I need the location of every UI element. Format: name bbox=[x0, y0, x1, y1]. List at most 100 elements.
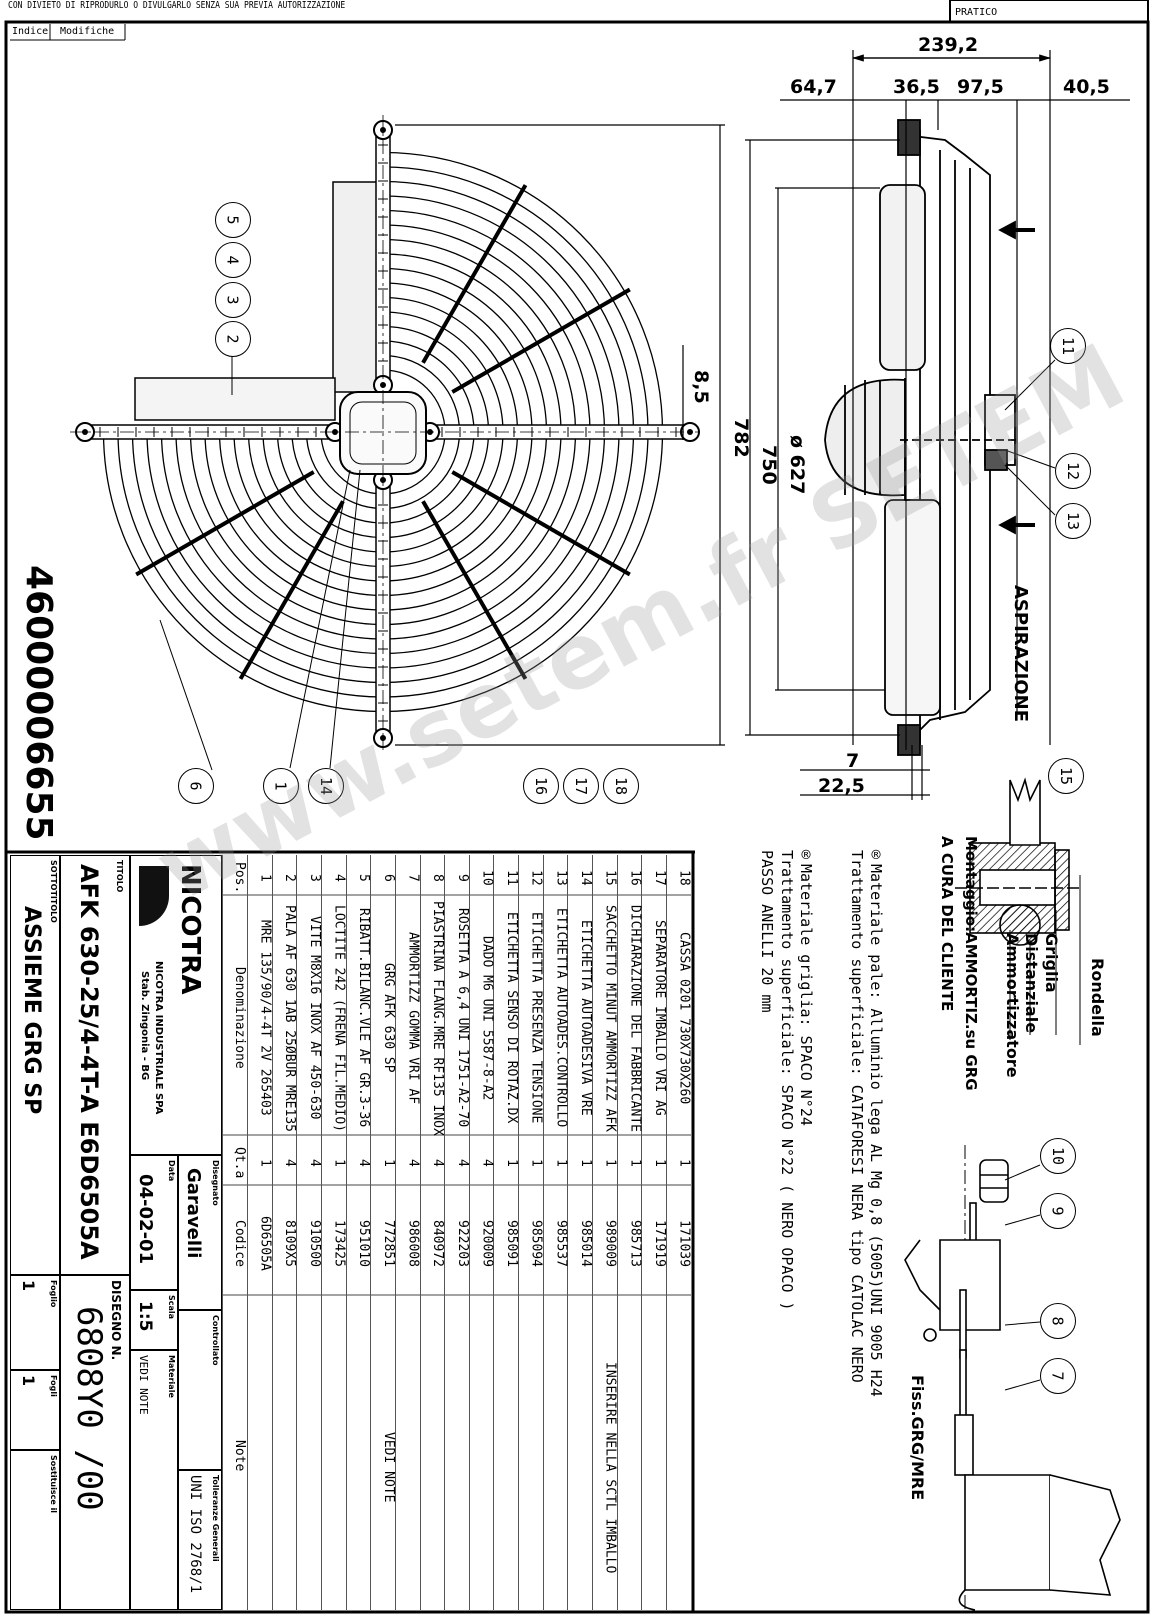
dim-mount-span: 750 bbox=[758, 445, 780, 485]
callout-number: 15 bbox=[1057, 766, 1075, 786]
leader-lines bbox=[159, 355, 1056, 1391]
bom-cell-qty: 1 bbox=[602, 1159, 618, 1167]
note-grille-material: ®Materiale griglia: SPACO N°24 bbox=[797, 846, 815, 1126]
dimension-lines bbox=[395, 50, 1130, 800]
bom-cell-pos: 3 bbox=[306, 874, 322, 882]
bom-cell-code: 920009 bbox=[479, 1219, 495, 1267]
subtitle-cell: SOTTOTITOLO ASSIEME GRG SP bbox=[10, 855, 60, 1275]
callout-number: 7 bbox=[1049, 1371, 1067, 1381]
callout-number: 2 bbox=[224, 334, 242, 344]
side-view bbox=[824, 119, 1035, 756]
callout-number: 18 bbox=[612, 776, 630, 796]
callout-number: 4 bbox=[224, 255, 242, 265]
callout-number: 16 bbox=[532, 776, 550, 796]
bom-cell-pos: 15 bbox=[602, 870, 618, 886]
callout-5: 5 bbox=[215, 202, 251, 238]
bom-cell-desc: PIASTRINA FLANG.MRE RF135 INOX bbox=[430, 900, 446, 1136]
bom-cell-code: 986008 bbox=[405, 1219, 421, 1267]
bom-header-description: Denominazione bbox=[232, 967, 247, 1069]
bom-cell-pos: 7 bbox=[405, 874, 421, 882]
bom-cell-code: 772851 bbox=[380, 1219, 396, 1267]
bom-cell-qty: 4 bbox=[306, 1159, 322, 1167]
bom-cell-pos: 10 bbox=[479, 870, 495, 886]
bom-cell-note bbox=[470, 1295, 495, 1610]
bom-cell-note bbox=[494, 1295, 519, 1610]
bom-cell-desc: ETICHETTA AUTOADES.CONTROLLO bbox=[553, 908, 569, 1128]
label-rondella: Rondella bbox=[1088, 958, 1107, 1037]
bom-cell-pos: 9 bbox=[454, 874, 470, 882]
callout-9: 9 bbox=[1040, 1193, 1076, 1229]
guard-ring bbox=[160, 209, 606, 655]
bom-cell-pos: 6 bbox=[380, 874, 396, 882]
bom-cell-qty: 1 bbox=[331, 1159, 347, 1167]
date-value: 04-02-01 bbox=[135, 1174, 156, 1265]
callout-number: 9 bbox=[1049, 1206, 1067, 1216]
material-label: Materiale bbox=[167, 1355, 176, 1398]
bom-cell-qty: 4 bbox=[430, 1159, 446, 1167]
designed-by-label: Disegnato bbox=[211, 1160, 220, 1206]
bom-cell-qty: 4 bbox=[405, 1159, 421, 1167]
guard-ring bbox=[247, 296, 519, 568]
bom-cell-pos: 12 bbox=[528, 870, 544, 886]
bom-cell-desc: CASSA 0201 730X730X260 bbox=[676, 931, 692, 1105]
callout-16: 16 bbox=[523, 768, 559, 804]
bom-cell-pos: 18 bbox=[676, 870, 692, 886]
callout-1: 1 bbox=[263, 768, 299, 804]
bom-cell-qty: 1 bbox=[627, 1159, 643, 1167]
dim-22-5: 22,5 bbox=[818, 775, 865, 797]
guard-ring bbox=[117, 166, 649, 698]
bom-cell-code: 985713 bbox=[627, 1219, 643, 1267]
callout-number: 8 bbox=[1049, 1316, 1067, 1326]
bom-cell-code: 171039 bbox=[676, 1219, 692, 1267]
sheets-label: Fogli bbox=[49, 1375, 58, 1397]
bom-cell-desc: ETICHETTA PRESENZA TENSIONE bbox=[528, 912, 544, 1124]
guard-ring bbox=[291, 340, 475, 524]
guard-spoke bbox=[451, 470, 631, 577]
bom-cell-desc: ETICHETTA AUTOADESIVA VRE bbox=[578, 920, 594, 1116]
bom-cell-qty: 1 bbox=[504, 1159, 520, 1167]
sheet-cell: Foglio 1 bbox=[10, 1275, 60, 1370]
callout-number: 5 bbox=[224, 215, 242, 225]
bom-cell-desc: ROSETTA A 6,4 UNI 1751-A2-70 bbox=[454, 908, 470, 1128]
dim-36-5: 36,5 bbox=[893, 76, 940, 98]
label-distanziale: Distanziale bbox=[1022, 933, 1041, 1034]
bom-cell-note bbox=[544, 1295, 569, 1610]
drawing-subtitle: ASSIEME GRG SP bbox=[19, 906, 44, 1115]
drawing-title: AFK 630-25/4-4T-A E6D6505A bbox=[75, 864, 103, 1260]
dim-40-5: 40,5 bbox=[1063, 76, 1110, 98]
bom-cell-code: 985014 bbox=[578, 1219, 594, 1267]
date-cell: Data 04-02-01 bbox=[130, 1155, 178, 1290]
callout-number: 6 bbox=[187, 781, 205, 791]
scale-value: 1:5 bbox=[135, 1301, 155, 1332]
guard-spoke bbox=[238, 500, 345, 680]
bom-cell-desc: MRE 135/90/4-4T 2V 265403 bbox=[257, 920, 273, 1116]
bom-cell-note bbox=[445, 1295, 470, 1610]
sheets-value: 1 bbox=[19, 1375, 38, 1387]
drawing-number-label: DISEGNO N. bbox=[109, 1280, 123, 1361]
bom-cell-pos: 13 bbox=[553, 870, 569, 886]
date-label: Data bbox=[167, 1160, 176, 1182]
callout-4: 4 bbox=[215, 242, 251, 278]
note-montaggio: Montaggio:AMMORTIZ.su GRG bbox=[962, 836, 980, 1091]
callout-18: 18 bbox=[603, 768, 639, 804]
checked-by-label: Controllato bbox=[211, 1315, 220, 1366]
top-right-box bbox=[949, 0, 1149, 23]
guard-spoke bbox=[421, 184, 528, 364]
bom-cell-note: VEDI NOTE bbox=[380, 1432, 396, 1503]
bom-cell-note bbox=[322, 1295, 347, 1610]
mounting-hole-center bbox=[380, 127, 386, 133]
bom-cell-code: 840972 bbox=[430, 1219, 446, 1267]
guard-ring bbox=[189, 238, 577, 626]
guard-ring bbox=[262, 311, 504, 553]
guard-ring bbox=[233, 282, 533, 582]
bom-cell-qty: 1 bbox=[528, 1159, 544, 1167]
callout-3: 3 bbox=[215, 282, 251, 318]
mounting-hole-center bbox=[380, 477, 386, 483]
replaces-label: Sostituisce il bbox=[49, 1455, 58, 1514]
